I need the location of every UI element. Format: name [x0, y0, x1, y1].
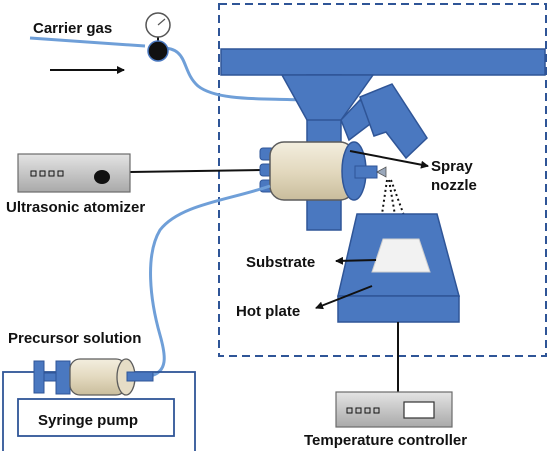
label-substrate: Substrate	[246, 254, 315, 271]
label-carrier-gas: Carrier gas	[33, 20, 112, 37]
syringe-pump-box	[17, 398, 175, 437]
generator-knob-icon	[94, 170, 110, 184]
nozzle-clamp-arm	[359, 83, 428, 160]
ultrasonic-generator-box	[17, 153, 131, 193]
label-spray: Spray	[431, 158, 473, 175]
substrate-pointer-arrow	[335, 256, 377, 265]
atomizer-cable	[129, 169, 263, 173]
syringe-plunger-cap	[33, 360, 45, 394]
syringe-plunger-rod	[43, 372, 57, 382]
chamber-boundary	[218, 3, 547, 357]
syringe-outlet	[126, 371, 154, 382]
label-temperature-controller: Temperature controller	[304, 432, 467, 449]
nozzle-pointer-arrow	[349, 150, 429, 169]
top-beam	[220, 48, 546, 76]
spray-nozzle	[354, 165, 378, 179]
label-syringe-pump: Syringe pump	[38, 412, 138, 429]
gauge-needle	[157, 18, 166, 26]
nozzle-tip	[376, 166, 387, 178]
precursor-feed-tube	[149, 184, 271, 378]
label-precursor-solution: Precursor solution	[8, 330, 141, 347]
hot-plate-pointer-arrow	[315, 285, 373, 310]
label-ultrasonic-atomizer: Ultrasonic atomizer	[6, 199, 145, 216]
flow-valve-icon	[147, 40, 169, 62]
temperature-controller-box	[335, 391, 453, 428]
label-nozzle: nozzle	[431, 177, 477, 194]
gas-tube-in	[29, 36, 146, 48]
gas-tube-to-atomizer	[157, 46, 301, 102]
syringe-plunger	[55, 360, 71, 395]
controller-display	[403, 401, 435, 419]
controller-indicator-leds	[346, 407, 380, 414]
label-hot-plate: Hot plate	[236, 303, 300, 320]
generator-indicator-leds	[30, 170, 64, 177]
hot-plate-base	[337, 295, 460, 323]
